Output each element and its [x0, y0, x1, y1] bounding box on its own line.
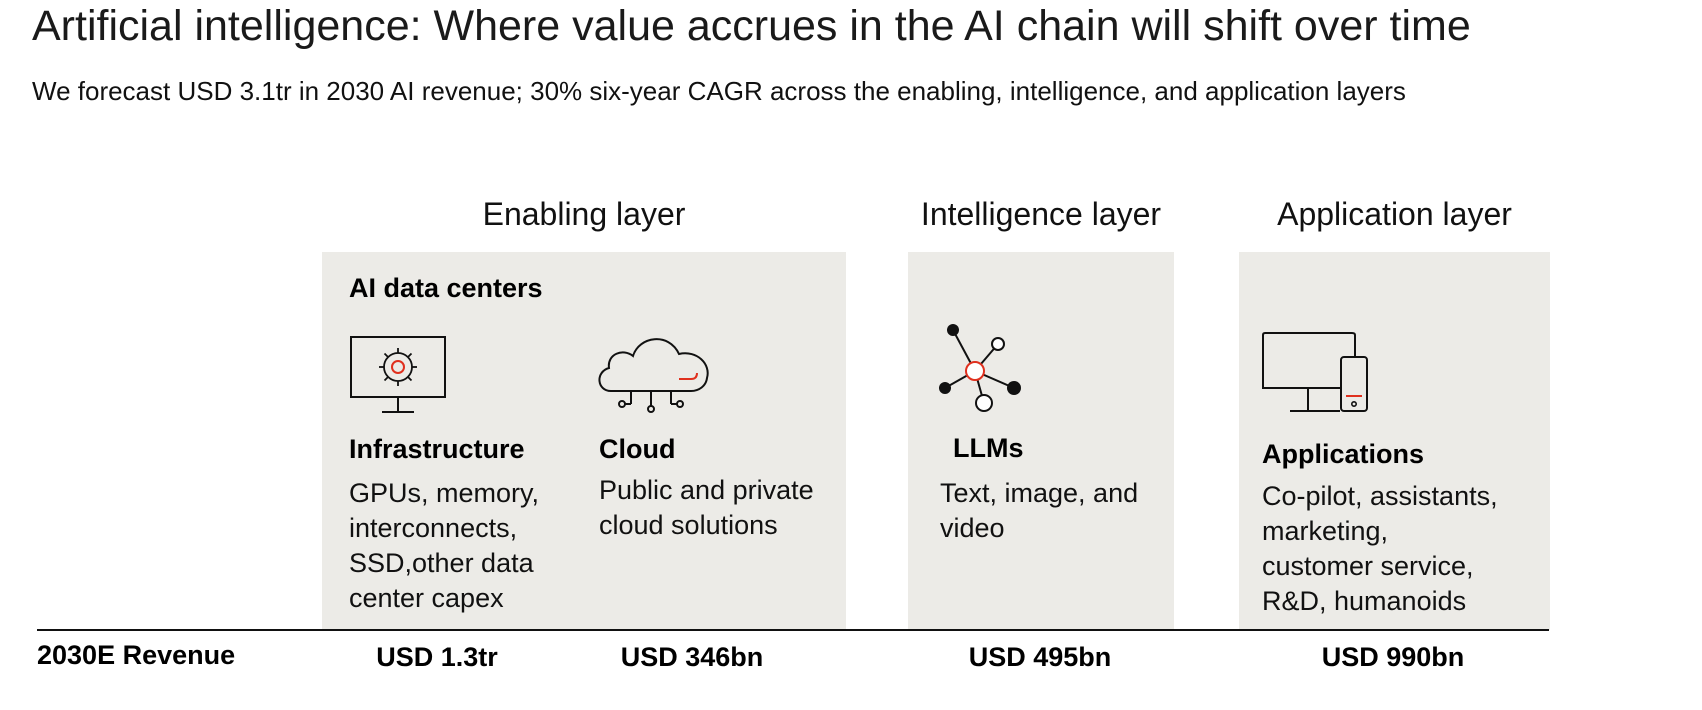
revenue-row-label: 2030E Revenue: [37, 640, 236, 670]
enabling-layer-panel: [322, 252, 846, 630]
cloud-description: Public and private cloud solutions: [599, 475, 814, 540]
network-nodes-icon: [939, 324, 1021, 412]
intelligence-layer-panel: [908, 252, 1174, 630]
page-subtitle: We forecast USD 3.1tr in 2030 AI revenue…: [32, 76, 1406, 106]
infrastructure-description: GPUs, memory, interconnects, SSD,other d…: [349, 478, 540, 613]
cloud-title: Cloud: [599, 434, 676, 464]
application-layer-panel: [1239, 252, 1550, 630]
llms-description: Text, image, and video: [940, 478, 1139, 543]
infrastructure-title: Infrastructure: [349, 434, 525, 464]
application-layer-heading: Application layer: [1277, 196, 1512, 232]
monitor-gear-icon: [350, 336, 446, 413]
revenue-infrastructure: USD 1.3tr: [376, 642, 498, 672]
revenue-cloud: USD 346bn: [620, 642, 764, 672]
revenue-llms: USD 495bn: [968, 642, 1112, 672]
page-title: Artificial intelligence: Where value acc…: [32, 2, 1471, 50]
ai-data-centers-title: AI data centers: [349, 273, 543, 303]
applications-title: Applications: [1262, 439, 1425, 469]
intelligence-layer-heading: Intelligence layer: [920, 196, 1162, 232]
enabling-layer-heading: Enabling layer: [482, 196, 686, 232]
applications-description: Co-pilot, assistants, marketing, custome…: [1262, 481, 1498, 616]
devices-icon: [1262, 332, 1368, 412]
cloud-network-icon: [598, 338, 709, 413]
llms-title: LLMs: [953, 433, 1024, 463]
revenue-applications: USD 990bn: [1321, 642, 1465, 672]
revenue-divider: [37, 629, 1549, 631]
